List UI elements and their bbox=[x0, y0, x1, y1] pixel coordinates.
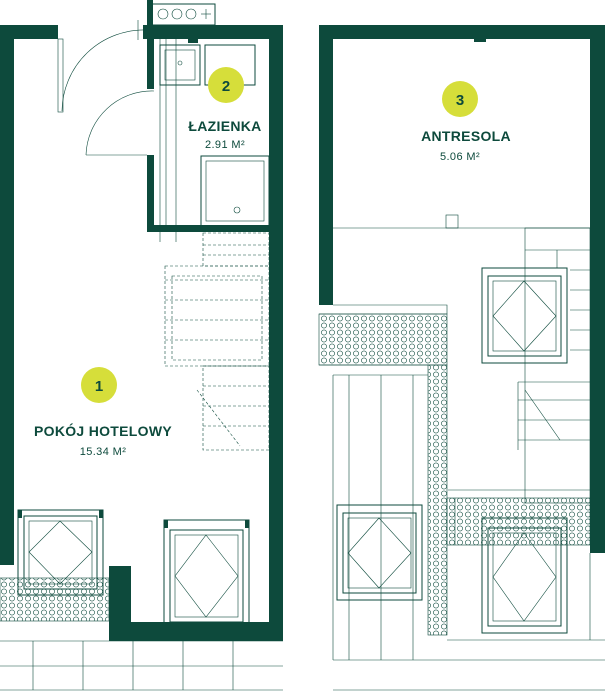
room-name: POKÓJ HOTELOWY bbox=[34, 422, 172, 439]
toilet-flush bbox=[188, 39, 198, 43]
shower-tray bbox=[200, 155, 270, 227]
room-badge bbox=[208, 67, 244, 103]
mezzanine-plan bbox=[318, 25, 605, 691]
stairs-right bbox=[517, 249, 590, 450]
room-badge bbox=[81, 367, 117, 403]
wall-left bbox=[0, 25, 14, 565]
room-area: 2.91 M² bbox=[205, 139, 245, 151]
room-number: 3 bbox=[456, 92, 464, 109]
room-number: 2 bbox=[222, 78, 230, 95]
bathroom-door-swing bbox=[85, 90, 155, 156]
room-number: 1 bbox=[95, 378, 103, 395]
stair-opening bbox=[524, 227, 591, 504]
ground-floor-plan bbox=[0, 0, 283, 691]
mezz-wall-left bbox=[319, 25, 333, 305]
window-upper-right bbox=[481, 267, 568, 364]
wall-top-left bbox=[0, 25, 58, 39]
window-lower-right bbox=[481, 517, 568, 634]
room-name: ANTRESOLA bbox=[421, 128, 511, 144]
wall-bottom bbox=[109, 622, 283, 641]
room-1[interactable]: 1 POKÓJ HOTELOWY 15.34 M² bbox=[34, 367, 172, 458]
window-right bbox=[163, 519, 250, 631]
mezz-wall-top bbox=[319, 25, 605, 39]
terrace-boards-left bbox=[0, 640, 283, 691]
insulation-vertical bbox=[427, 364, 448, 636]
wall-top-right bbox=[143, 25, 283, 39]
duct-symbol bbox=[157, 8, 169, 20]
room-3[interactable]: 3 ANTRESOLA 5.06 M² bbox=[421, 81, 511, 163]
window-lower-left bbox=[336, 504, 423, 601]
insulation-strip-left bbox=[0, 577, 110, 622]
mezz-wall-right bbox=[590, 25, 605, 553]
insulation-lower bbox=[446, 497, 591, 546]
terrace-boards-right bbox=[333, 375, 605, 691]
entrance-door-swing bbox=[61, 29, 148, 112]
duct-wall bbox=[147, 0, 153, 28]
insulation-horizontal bbox=[318, 313, 448, 366]
room-area: 5.06 M² bbox=[440, 151, 480, 163]
bathroom-wall-left bbox=[147, 39, 154, 89]
entrance-door-leaf bbox=[57, 38, 64, 113]
room-area: 15.34 M² bbox=[80, 446, 127, 458]
room-badge bbox=[442, 81, 478, 117]
room-name: ŁAZIENKA bbox=[188, 118, 261, 134]
lower-roof-outline bbox=[319, 304, 448, 315]
wall-right bbox=[269, 25, 283, 641]
room-2[interactable]: 2 ŁAZIENKA 2.91 M² bbox=[188, 67, 261, 151]
bathroom-wall-bottom bbox=[154, 225, 269, 232]
bathroom-wall-left-lower bbox=[147, 155, 154, 232]
stairs-dashed bbox=[164, 232, 270, 451]
duct bbox=[150, 3, 216, 26]
